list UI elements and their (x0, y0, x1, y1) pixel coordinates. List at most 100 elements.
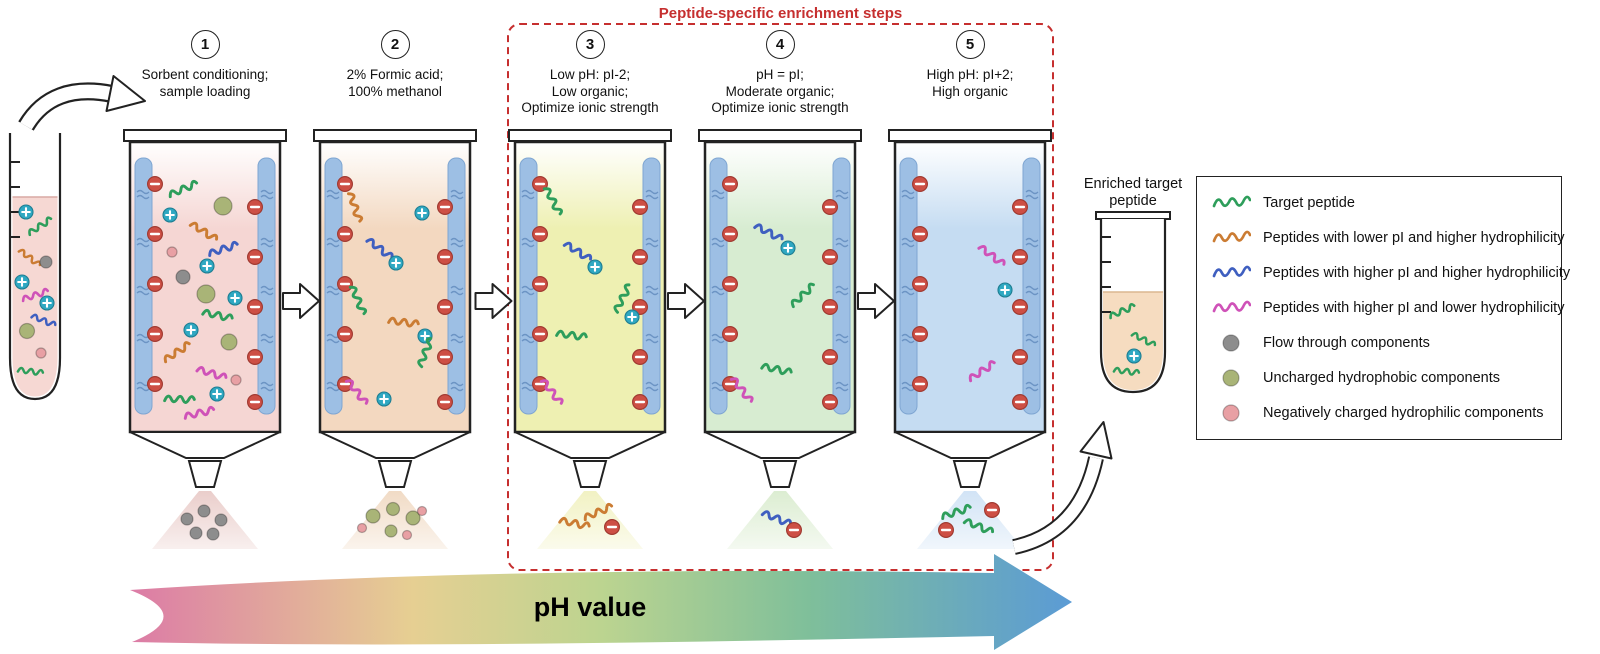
step-5-number-badge: 5 (955, 30, 985, 59)
column-cap (508, 129, 672, 142)
column-1-eluted-components (180, 504, 228, 541)
peptide-squiggle (387, 316, 420, 328)
peptide-squiggle (16, 366, 45, 376)
peptide-squiggle (941, 503, 972, 520)
negative-charge-icon (531, 276, 548, 293)
negative-charge-icon (437, 299, 454, 316)
pink-component-circle (230, 374, 242, 386)
step-3-number-badge: 3 (575, 30, 605, 59)
olive-component-circle (196, 284, 216, 304)
enriched-target-peptide-label: Enriched target peptide (1066, 176, 1200, 210)
negative-charge-icon (1011, 349, 1028, 366)
peptide-squiggle (1130, 331, 1157, 347)
negative-charge-icon (247, 394, 264, 411)
enriched-label-line1: Enriched target (1083, 176, 1183, 192)
negative-charge-icon (247, 299, 264, 316)
sorbent-band-right (642, 157, 661, 415)
column-2-eluted-components (356, 501, 428, 541)
positive-charge-icon (376, 391, 392, 407)
positive-charge-icon (414, 205, 430, 221)
negative-charge-icon (821, 394, 838, 411)
column-funnel (129, 431, 281, 459)
legend-item: Peptides with higher pI and higher hydro… (1209, 255, 1570, 290)
legend-item: Uncharged hydrophobic components (1209, 360, 1561, 395)
peptide-squiggle (583, 502, 614, 522)
enrichment-steps-title: Peptide-specific enrichment steps (658, 5, 903, 22)
positive-charge-icon (209, 386, 225, 402)
step-4-label: pH = pI;Moderate organic;Optimize ionic … (685, 67, 875, 117)
gray-component-circle (39, 255, 53, 269)
negative-charge-icon (631, 299, 648, 316)
positive-charge-icon (417, 328, 433, 344)
olive-component-circle (365, 508, 381, 524)
column-cap (698, 129, 862, 142)
column-5 (888, 129, 1052, 549)
column-4-eluted-components (760, 510, 802, 538)
peptide-squiggle (208, 240, 239, 257)
negative-charge-icon (247, 199, 264, 216)
neg-charged-hydrophilic-circle-icon (1209, 403, 1253, 423)
spray-cone (342, 491, 448, 549)
peptide-squiggle (183, 405, 216, 420)
peptide-squiggle (347, 192, 364, 223)
legend-item: Flow through components (1209, 325, 1561, 360)
step-2-label-line1: 2% Formic acid; (346, 67, 444, 82)
step-1-number-badge: 1 (190, 30, 220, 59)
negative-charge-icon (821, 349, 838, 366)
peptide-squiggle (753, 223, 784, 241)
positive-charge-icon (624, 309, 640, 325)
legend-item: Peptides with lower pI and higher hydrop… (1209, 220, 1565, 255)
negative-charge-icon (603, 518, 620, 535)
step-arrow-icon (667, 283, 705, 319)
negative-charge-icon (821, 299, 838, 316)
column-nozzle (377, 460, 413, 488)
legend-item-label: Uncharged hydrophobic components (1263, 369, 1500, 386)
sample-loading-arrow-icon (18, 75, 146, 131)
peptide-squiggle (1112, 366, 1141, 376)
sorbent-band-right (447, 157, 466, 415)
elution-arrow-icon (1012, 421, 1113, 555)
peptide-squiggle (558, 516, 591, 530)
negative-charge-icon (911, 376, 928, 393)
peptide-squiggle (348, 285, 368, 316)
negative-charge-icon (721, 176, 738, 193)
higher-pi-hydrophobic-peptide-squiggle-icon (1209, 298, 1253, 318)
step-3-label-line3: Optimize ionic strength (521, 100, 659, 115)
negative-charge-icon (721, 226, 738, 243)
peptide-squiggle (17, 248, 42, 267)
step-4-label-line2: Moderate organic; (725, 83, 835, 99)
column-3 (508, 129, 672, 549)
positive-charge-icon (587, 259, 603, 275)
peptide-squiggle (613, 283, 631, 314)
step-arrow-icon (857, 283, 895, 319)
peptide-squiggle (760, 510, 793, 526)
legend-item-label: Negatively charged hydrophilic component… (1263, 404, 1544, 421)
pink-component-circle (166, 246, 178, 258)
legend-item: Peptides with higher pI and lower hydrop… (1209, 290, 1564, 325)
sorbent-band-right (1022, 157, 1041, 415)
step-5-label-line2: High organic (932, 83, 1008, 99)
column-cap (313, 129, 477, 142)
peptide-squiggle (729, 377, 754, 403)
negative-charge-icon (631, 249, 648, 266)
column-cap (123, 129, 287, 142)
step-4-label-line1: pH = pI; (756, 67, 804, 82)
step-3-label-line2: Low organic; (551, 83, 629, 99)
negative-charge-icon (821, 249, 838, 266)
legend-item-label: Peptides with lower pI and higher hydrop… (1263, 229, 1565, 246)
peptide-squiggle (790, 282, 815, 309)
step-2-label-line2: 100% methanol (348, 83, 442, 99)
positive-charge-icon (199, 258, 215, 274)
step-1-label-line1: Sorbent conditioning; (141, 67, 269, 82)
positive-charge-icon (18, 204, 34, 220)
step-arrow-icon (474, 283, 513, 319)
peptide-squiggle (168, 179, 199, 199)
flow-through-circle-icon (1209, 333, 1253, 353)
negative-charge-icon (785, 521, 802, 538)
legend-item-label: Target peptide (1263, 194, 1355, 211)
spray-cone (537, 491, 643, 549)
